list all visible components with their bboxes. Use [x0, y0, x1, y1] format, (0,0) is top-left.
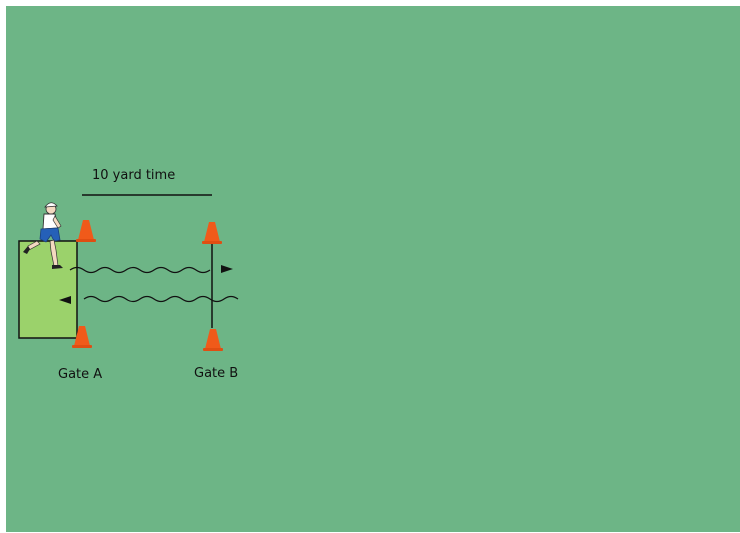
drill-title: 10 yard time — [92, 168, 176, 183]
run-path-back — [83, 295, 239, 303]
cone-icon — [76, 220, 96, 242]
arrow-right-icon — [221, 265, 233, 273]
runner-icon — [23, 202, 63, 269]
cone-icon — [203, 329, 223, 351]
gate-b-label: Gate B — [194, 366, 239, 381]
arrow-left-icon — [59, 296, 71, 304]
cone-icon — [202, 222, 222, 244]
cone-icon — [72, 326, 92, 348]
gate-a-label: Gate A — [58, 367, 103, 382]
start-box — [18, 240, 78, 339]
run-path-out — [69, 266, 211, 274]
